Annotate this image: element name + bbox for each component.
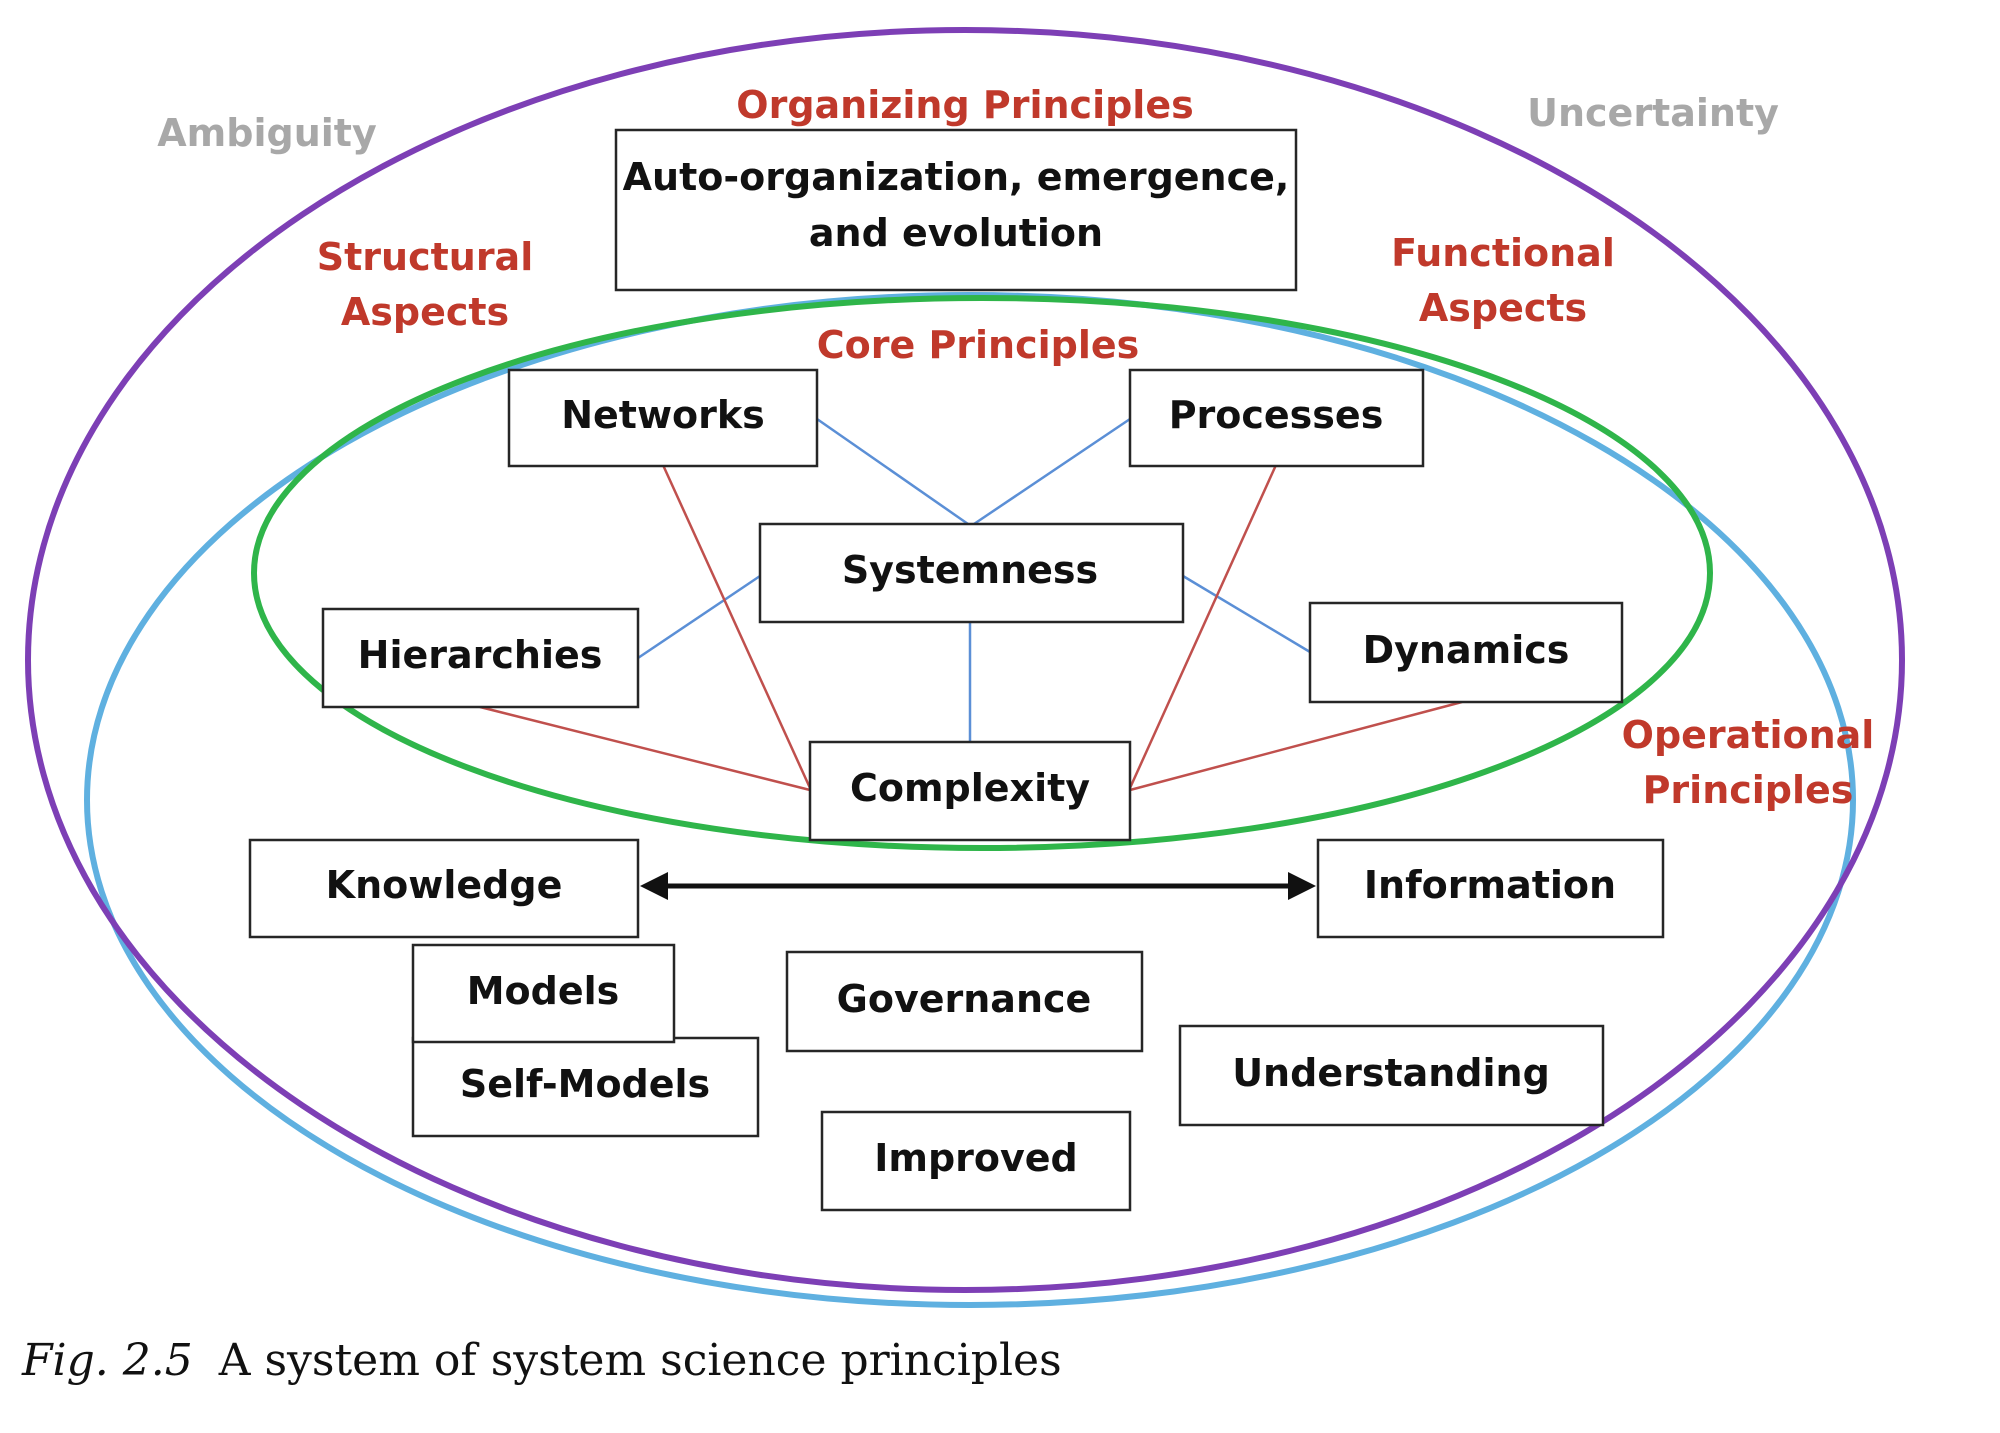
operational-principles-ellipse (84, 292, 1856, 1308)
svg-text:Processes: Processes (1169, 393, 1384, 437)
structural-aspects-label-line1: Structural (317, 235, 533, 279)
figure-caption: Fig. 2.5 A system of system science princ… (22, 1335, 1062, 1386)
red-links (479, 464, 1463, 792)
svg-text:Systemness: Systemness (842, 548, 1098, 592)
svg-text:Governance: Governance (837, 977, 1092, 1021)
hierarchies-box: Hierarchies (321, 607, 640, 709)
link-dynamics-systemness (1182, 574, 1311, 654)
outer-context-ellipse (25, 27, 1905, 1293)
operational-principles-label-line2: Principles (1643, 768, 1854, 812)
svg-text:Networks: Networks (561, 393, 765, 437)
processes-box: Processes (1128, 368, 1425, 468)
understanding-box: Understanding (1178, 1024, 1605, 1127)
systemness-box: Systemness (758, 522, 1185, 624)
figure-caption-text: A system of system science principles (218, 1335, 1062, 1386)
svg-text:Hierarchies: Hierarchies (358, 633, 603, 677)
ambiguity-label: Ambiguity (157, 111, 377, 155)
auto-organization-box: Auto-organization, emergence, and evolut… (614, 128, 1298, 292)
arrowhead-left (640, 872, 668, 900)
self-models-box: Self-Models (411, 1036, 760, 1138)
organizing-principles-label: Organizing Principles (736, 83, 1193, 127)
functional-aspects-label-line2: Aspects (1419, 286, 1587, 330)
figure-number: Fig. 2.5 (22, 1335, 193, 1386)
operational-principles-label-line1: Operational (1622, 713, 1875, 757)
improved-box: Improved (820, 1110, 1132, 1212)
svg-text:Models: Models (467, 969, 620, 1013)
svg-text:Auto-organization, emergence,: Auto-organization, emergence, (623, 155, 1290, 199)
svg-text:and evolution: and evolution (809, 211, 1103, 255)
functional-aspects-label-line1: Functional (1391, 231, 1615, 275)
networks-box: Networks (507, 368, 819, 468)
link-processes-complexity (1128, 464, 1278, 789)
structural-aspects-label-line2: Aspects (341, 290, 509, 334)
link-networks-complexity (661, 464, 812, 789)
svg-text:Knowledge: Knowledge (326, 863, 563, 907)
link-networks-systemness (816, 417, 969, 526)
svg-text:Information: Information (1364, 863, 1616, 907)
svg-text:Improved: Improved (874, 1136, 1078, 1180)
uncertainty-label: Uncertainty (1527, 91, 1779, 135)
svg-text:Understanding: Understanding (1232, 1051, 1550, 1095)
core-principles-label: Core Principles (817, 323, 1140, 367)
knowledge-information-arrow (640, 872, 1316, 900)
models-box: Models (411, 943, 676, 1044)
core-principles-ellipse (251, 295, 1713, 851)
complexity-box: Complexity (808, 740, 1132, 842)
governance-box: Governance (785, 950, 1144, 1053)
link-processes-systemness (973, 417, 1131, 526)
svg-text:Dynamics: Dynamics (1363, 628, 1570, 672)
knowledge-box: Knowledge (248, 838, 640, 939)
blue-links (637, 417, 1311, 742)
information-box: Information (1316, 838, 1665, 939)
dynamics-box: Dynamics (1308, 601, 1624, 704)
link-dynamics-complexity (1129, 700, 1463, 792)
svg-text:Self-Models: Self-Models (460, 1062, 710, 1106)
link-hierarchies-systemness (637, 574, 761, 660)
svg-text:Complexity: Complexity (850, 766, 1090, 810)
arrowhead-right (1288, 872, 1316, 900)
link-hierarchies-complexity (479, 705, 811, 792)
